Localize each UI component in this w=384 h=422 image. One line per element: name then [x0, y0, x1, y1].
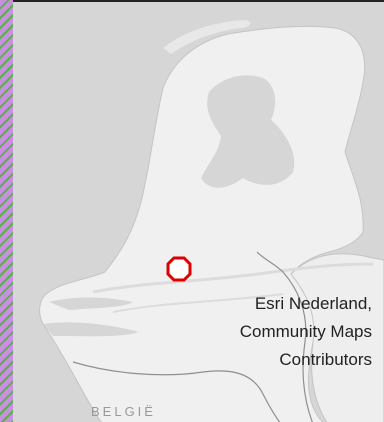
- location-marker-icon[interactable]: [165, 255, 193, 283]
- map-attribution: Esri Nederland, Community Maps Contribut…: [240, 290, 372, 374]
- country-label-belgie: BELGIË: [91, 404, 156, 419]
- attribution-line: Community Maps: [239, 322, 372, 341]
- map-canvas: [13, 2, 384, 422]
- attribution-line: Esri Nederland,: [254, 294, 372, 313]
- attribution-line: Contributors: [279, 350, 372, 369]
- map-view[interactable]: Esri Nederland, Community Maps Contribut…: [13, 0, 384, 422]
- striped-frame-edge: [0, 0, 14, 422]
- lake-ijsselmeer: [201, 75, 295, 188]
